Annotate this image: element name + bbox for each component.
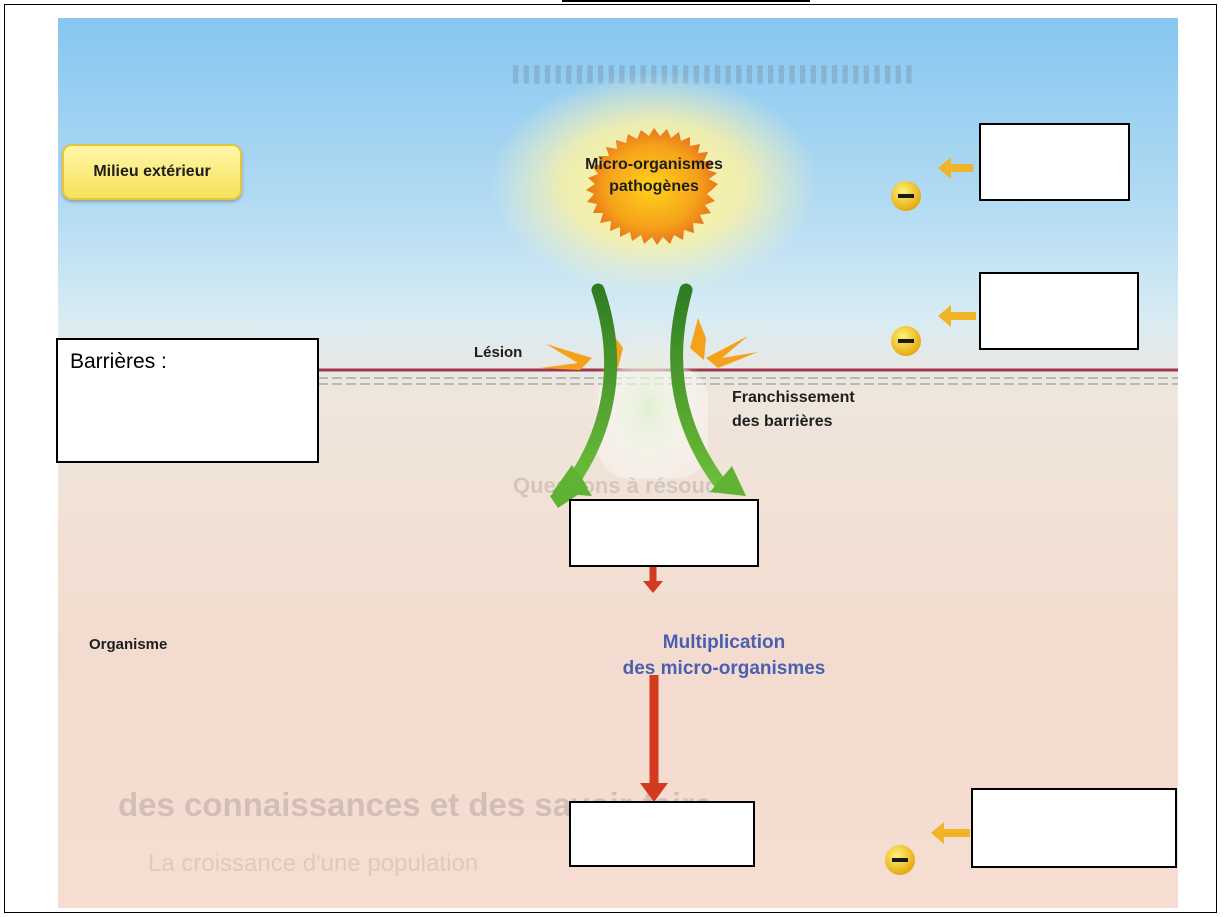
answer-box-middle-right[interactable] (979, 272, 1139, 350)
burst-icon (586, 128, 718, 245)
inhibition-2 (891, 305, 976, 356)
barrieres-label: Barrières : (70, 350, 167, 373)
answer-box-bottom-right[interactable] (971, 788, 1177, 868)
green-arrow-left (563, 283, 618, 493)
green-arrow-left-head-2 (552, 465, 592, 496)
barrieres-answer-box[interactable]: Barrières : (56, 338, 319, 463)
red-arrow-1-head (643, 581, 663, 593)
multiplication-label: Multiplication des micro-organismes (604, 630, 844, 682)
top-rule (562, 0, 810, 2)
lesion-flare-left (540, 344, 592, 370)
lesion-flare-right-2 (690, 318, 706, 360)
multiplication-line-2: des micro-organismes (622, 658, 826, 679)
answer-box-bottom-center[interactable] (569, 801, 755, 867)
franchissement-line-2: des barrières (732, 413, 833, 430)
multiplication-line-1: Multiplication (662, 632, 786, 653)
answer-box-top-right[interactable] (979, 123, 1130, 201)
green-arrow-right (670, 283, 729, 493)
inhibition-3 (885, 822, 970, 875)
micro-line-1: Micro-organismes (585, 156, 723, 173)
lesion-label: Lésion (474, 344, 523, 361)
milieu-exterieur-tag: Milieu extérieur (62, 144, 242, 200)
green-arrow-right-head (710, 466, 746, 496)
franchissement-line-1: Franchissement (732, 389, 855, 406)
inhibition-1 (891, 157, 973, 211)
diagram-graphics (58, 73, 1178, 875)
franchissement-label: Franchissement des barrières (732, 386, 855, 434)
lesion-flare-right (706, 336, 758, 368)
answer-box-center[interactable] (569, 499, 759, 567)
faded-subheading: La croissance d'une population (148, 850, 479, 877)
micro-organismes-label: Micro-organismes pathogènes (566, 154, 742, 198)
red-arrow-2-head (640, 783, 668, 802)
organisme-label: Organisme (89, 636, 168, 653)
micro-line-2: pathogènes (609, 178, 699, 195)
